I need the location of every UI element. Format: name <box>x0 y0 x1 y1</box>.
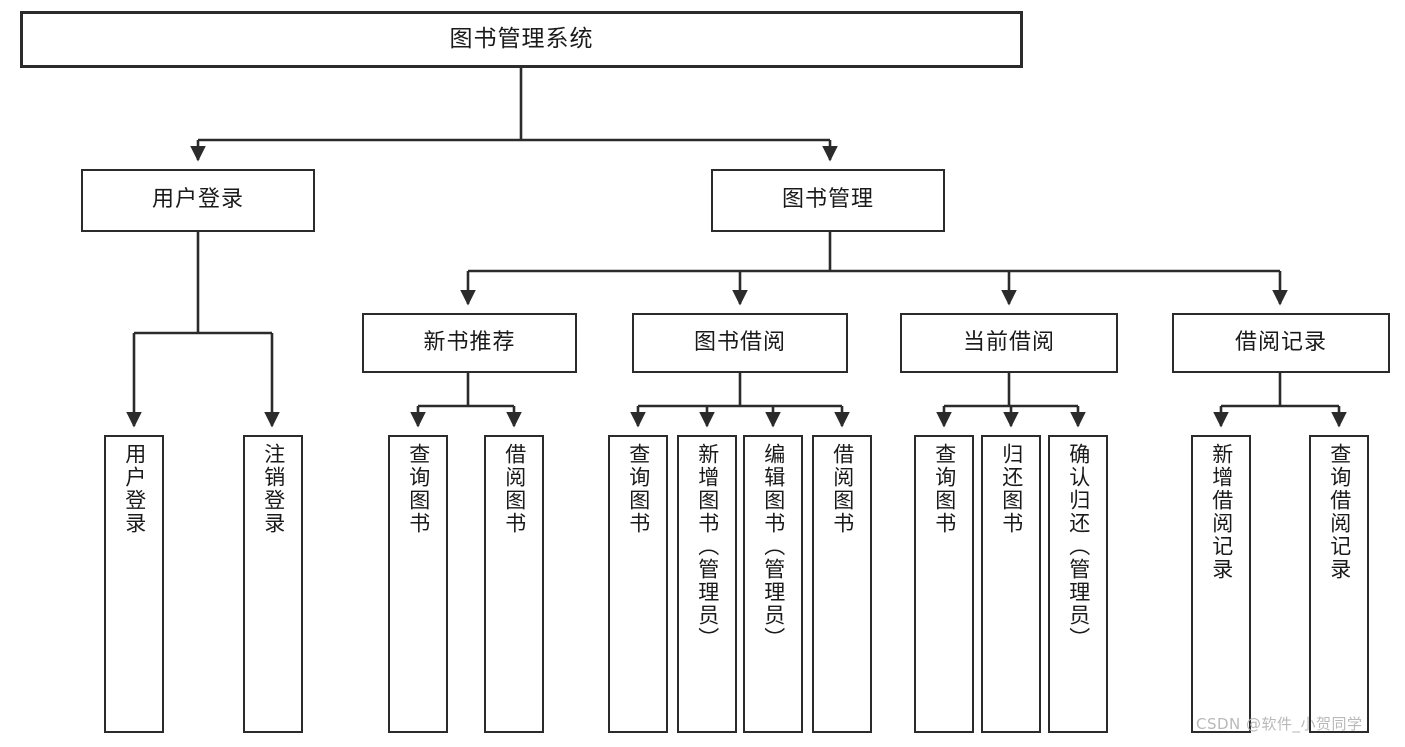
node-label: 图书管理 <box>781 187 874 213</box>
node-label: 借阅图书 <box>830 443 855 535</box>
node-label: 用户登录 <box>151 187 244 213</box>
node-label: 查询图书 <box>932 443 957 535</box>
node-label: 新增图书（管理员） <box>695 443 720 650</box>
node-label: 新书推荐 <box>423 329 516 355</box>
node-book-management[interactable]: 图书管理 <box>711 169 945 232</box>
node-label: 新增借阅记录 <box>1209 443 1234 581</box>
leaf-borrow-book-recommend[interactable]: 借阅图书 <box>484 435 544 733</box>
node-label: 图书借阅 <box>693 329 786 355</box>
node-label: 查询图书 <box>406 443 431 535</box>
leaf-user-login[interactable]: 用户登录 <box>104 435 164 733</box>
leaf-query-borrow-record[interactable]: 查询借阅记录 <box>1309 435 1369 733</box>
node-root-system[interactable]: 图书管理系统 <box>20 11 1023 68</box>
node-label: 借阅图书 <box>502 443 527 535</box>
leaf-add-borrow-record[interactable]: 新增借阅记录 <box>1191 435 1251 733</box>
leaf-edit-book-admin[interactable]: 编辑图书（管理员） <box>743 435 803 733</box>
node-label: 确认归还（管理员） <box>1066 443 1091 650</box>
node-user-login[interactable]: 用户登录 <box>81 169 315 232</box>
node-book-borrow[interactable]: 图书借阅 <box>632 313 848 373</box>
node-label: 用户登录 <box>122 443 147 535</box>
node-label: 归还图书 <box>999 443 1024 535</box>
node-new-book-recommend[interactable]: 新书推荐 <box>362 313 577 373</box>
leaf-query-book-current[interactable]: 查询图书 <box>914 435 974 733</box>
leaf-query-book-recommend[interactable]: 查询图书 <box>388 435 448 733</box>
leaf-confirm-return-admin[interactable]: 确认归还（管理员） <box>1048 435 1108 733</box>
node-label: 图书管理系统 <box>449 25 594 52</box>
leaf-query-book-borrow[interactable]: 查询图书 <box>608 435 668 733</box>
node-label: 注销登录 <box>261 443 286 535</box>
node-label: 借阅记录 <box>1234 329 1327 355</box>
node-borrow-records[interactable]: 借阅记录 <box>1172 313 1390 373</box>
node-label: 查询借阅记录 <box>1327 443 1352 581</box>
leaf-return-book[interactable]: 归还图书 <box>981 435 1041 733</box>
node-label: 当前借阅 <box>962 329 1055 355</box>
leaf-logout[interactable]: 注销登录 <box>243 435 303 733</box>
node-label: 查询图书 <box>626 443 651 535</box>
watermark: CSDN @软件_小贺同学 <box>1196 715 1363 733</box>
node-current-borrow[interactable]: 当前借阅 <box>900 313 1118 373</box>
leaf-add-book-admin[interactable]: 新增图书（管理员） <box>677 435 737 733</box>
leaf-borrow-book[interactable]: 借阅图书 <box>812 435 872 733</box>
node-label: 编辑图书（管理员） <box>761 443 786 650</box>
